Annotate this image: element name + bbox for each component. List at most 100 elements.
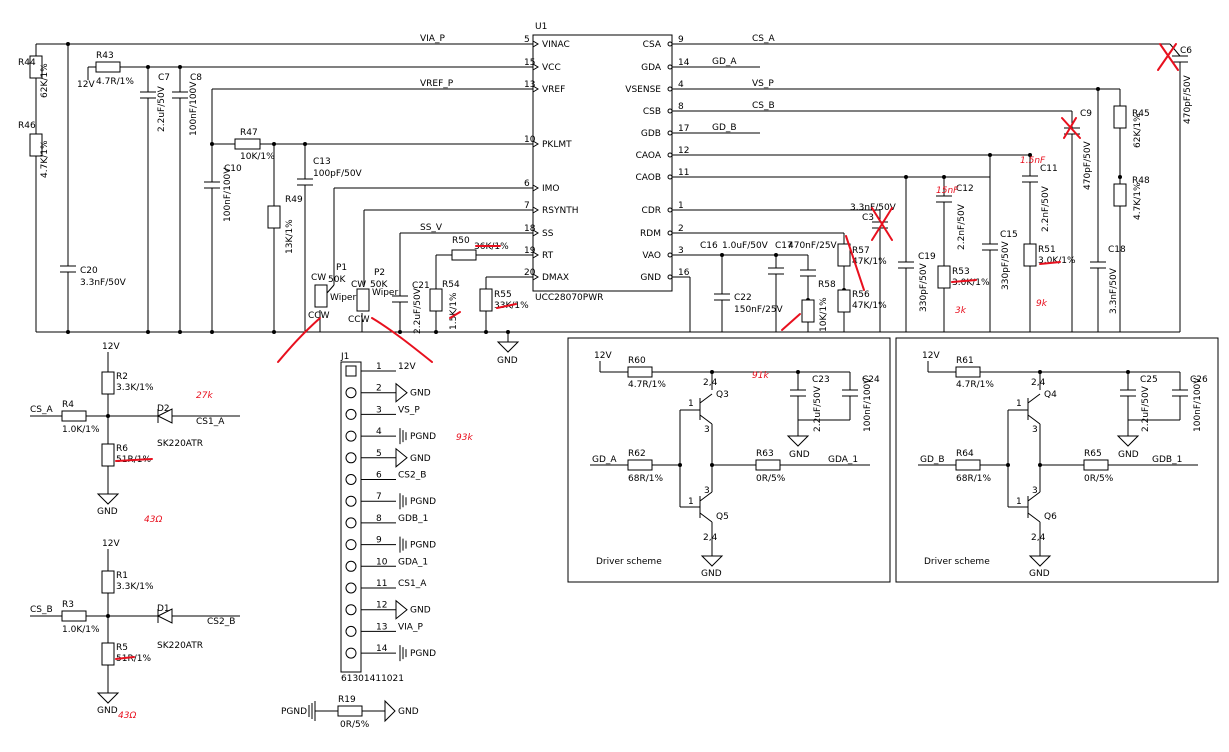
- ic-pin-name: PKLMT: [542, 140, 572, 150]
- svg-text:13K/1%: 13K/1%: [285, 219, 295, 254]
- driver-a-box: Driver scheme 12V R60 4.7R/1% Q3 1 2,4 3…: [567, 337, 891, 583]
- svg-text:3: 3: [704, 486, 710, 496]
- connector-pin-net: GDB_1: [398, 514, 428, 524]
- connector-pin-number: 9: [376, 536, 382, 546]
- svg-text:1: 1: [1016, 497, 1022, 507]
- svg-text:4.7R/1%: 4.7R/1%: [628, 380, 666, 390]
- svg-text:R60: R60: [628, 356, 646, 366]
- capacitor-c9: C9 470pF/50V: [1064, 109, 1093, 190]
- ic-pin-name: CAOB: [635, 173, 661, 183]
- ic-pin-number: 10: [524, 135, 536, 145]
- svg-text:Q3: Q3: [716, 390, 729, 400]
- svg-text:150nF/25V: 150nF/25V: [734, 305, 784, 315]
- ic-pin-name: CDR: [642, 206, 661, 216]
- svg-text:Q6: Q6: [1044, 512, 1057, 522]
- svg-text:100nF/100V: 100nF/100V: [863, 377, 873, 432]
- net-label: VS_P: [752, 79, 774, 89]
- svg-text:GND: GND: [789, 450, 810, 460]
- potentiometer-p1: P1 50K CW CCW Wiper: [308, 263, 356, 321]
- svg-text:C19: C19: [918, 252, 936, 262]
- potentiometer-p2: P2 50K CW CCW Wiper: [348, 268, 398, 325]
- ic-pin-number: 4: [678, 80, 684, 90]
- resistor-r51: R51 3.0K/1%: [1023, 243, 1076, 267]
- svg-text:4.7K/1%: 4.7K/1%: [40, 140, 50, 178]
- resistor-r43: R43 4.7R/1% 12V: [77, 51, 134, 90]
- ic-pin-name: SS: [542, 229, 554, 239]
- capacitor-c8: C8 100nF/100V: [172, 73, 202, 136]
- capacitor-c15: C15 330pF/50V: [982, 230, 1018, 290]
- resistor-r56: R56 47K/1%: [837, 289, 887, 313]
- svg-text:CW: CW: [351, 280, 366, 290]
- ic-pin-name: CSB: [643, 107, 661, 117]
- ic-pin-number: 8: [678, 102, 684, 112]
- connector-pin-number: 3: [376, 405, 382, 415]
- svg-text:C8: C8: [190, 73, 202, 83]
- connector-pin-net: VS_P: [398, 405, 420, 415]
- svg-text:R53: R53: [952, 267, 970, 277]
- connector-pin-net: CS2_B: [398, 471, 426, 481]
- svg-text:470nF/25V: 470nF/25V: [788, 241, 838, 251]
- resistor-r57: R57 47K/1%: [837, 243, 887, 267]
- svg-text:R58: R58: [818, 280, 836, 290]
- ic-pin-number: 3: [678, 246, 684, 256]
- svg-text:C15: C15: [1000, 230, 1018, 240]
- svg-text:R5: R5: [116, 643, 128, 653]
- ic-pin-name: RDM: [640, 229, 661, 239]
- svg-text:CCW: CCW: [348, 315, 370, 325]
- svg-text:R49: R49: [285, 195, 303, 205]
- cs-a-circuit: 12V R2 3.3K/1% CS_A R4 1.0K/1% D2 SK220A…: [30, 342, 240, 517]
- ic-pin-number: 6: [524, 179, 530, 189]
- svg-text:C7: C7: [158, 73, 170, 83]
- ic-pin-number: 12: [678, 146, 689, 156]
- svg-text:2.2uF/50V: 2.2uF/50V: [413, 287, 423, 334]
- connector-pin-net: VIA_P: [398, 622, 423, 632]
- capacitor-c12: C12 2.2nF/50V: [936, 184, 974, 250]
- svg-text:R64: R64: [956, 449, 974, 459]
- svg-text:0R/5%: 0R/5%: [340, 720, 370, 730]
- ic-pin-number: 1: [678, 201, 684, 211]
- ic-ref: U1: [535, 22, 547, 32]
- svg-text:3.0K/1%: 3.0K/1%: [1038, 256, 1076, 266]
- svg-text:51R/1%: 51R/1%: [116, 654, 151, 664]
- capacitor-c17: C17 470nF/25V: [768, 241, 838, 275]
- connector-pin-number: 14: [376, 644, 388, 654]
- svg-text:R61: R61: [956, 356, 974, 366]
- ic-pin-number: 2: [678, 224, 684, 234]
- svg-text:4.7R/1%: 4.7R/1%: [956, 380, 994, 390]
- resistor-r44: R44 62K/1%: [18, 55, 50, 98]
- svg-text:3.3K/1%: 3.3K/1%: [116, 383, 154, 393]
- ic-pin-name: CAOA: [636, 151, 662, 161]
- svg-text:Wiper: Wiper: [372, 288, 398, 298]
- connector-pin-net: GND: [410, 454, 431, 464]
- svg-text:2,4: 2,4: [703, 378, 718, 388]
- resistor-r55: R55 33K/1%: [479, 288, 529, 312]
- svg-text:R62: R62: [628, 449, 646, 459]
- connector-pin-net: PGND: [410, 497, 436, 507]
- svg-text:CW: CW: [311, 273, 326, 283]
- capacitor-c20: C20 3.3nF/50V: [60, 265, 127, 288]
- capacitor-c6: C6 470pF/50V: [1169, 43, 1193, 124]
- ic-pin-name: RT: [542, 251, 554, 261]
- svg-text:62K/1%: 62K/1%: [1133, 113, 1143, 148]
- svg-text:R46: R46: [18, 121, 36, 131]
- svg-text:61301411021: 61301411021: [341, 674, 404, 684]
- connector-pin-net: CS1_A: [398, 579, 427, 589]
- ic-pin-name: VAO: [642, 251, 661, 261]
- svg-text:15nF: 15nF: [936, 186, 959, 196]
- resistor-r47: R47 10K/1%: [234, 128, 275, 162]
- resistor-r49: R49 13K/1%: [267, 195, 303, 254]
- svg-text:62K/1%: 62K/1%: [40, 63, 50, 98]
- ic-pin-name: GND: [640, 273, 661, 283]
- svg-text:CS_B: CS_B: [30, 605, 53, 615]
- svg-text:12V: 12V: [102, 342, 120, 352]
- ic-pin-number: 15: [524, 58, 535, 68]
- svg-text:10K/1%: 10K/1%: [819, 297, 829, 332]
- svg-text:2.2nF/50V: 2.2nF/50V: [957, 203, 967, 250]
- ic-pin-name: VSENSE: [625, 85, 661, 95]
- svg-text:47K/1%: 47K/1%: [852, 301, 887, 311]
- svg-text:1.0K/1%: 1.0K/1%: [62, 625, 100, 635]
- svg-text:2.2uF/50V: 2.2uF/50V: [813, 385, 823, 432]
- svg-text:C12: C12: [956, 184, 974, 194]
- connector-pin-net: PGND: [410, 432, 436, 442]
